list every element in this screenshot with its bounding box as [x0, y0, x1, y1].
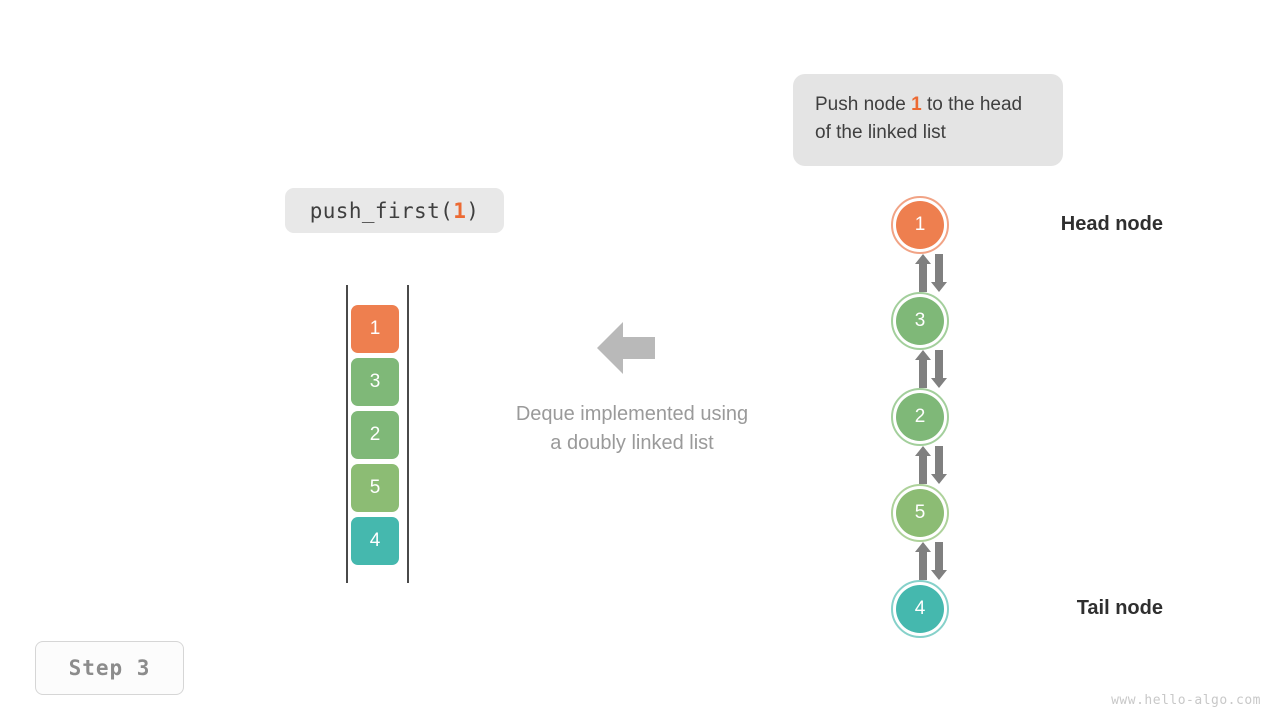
link-connector-1-2 [915, 350, 947, 388]
stack-cell-0: 1 [351, 305, 399, 353]
callout-text-before: Push node [815, 94, 912, 115]
deque-stack: 1 3 2 5 4 [340, 280, 420, 590]
stack-rail-right [407, 285, 409, 583]
list-node-value: 5 [914, 502, 926, 523]
stack-cell-value: 3 [369, 371, 381, 392]
caption-line-2: a doubly linked list [550, 432, 714, 454]
stack-cell-4: 4 [351, 517, 399, 565]
list-node-value: 1 [914, 214, 926, 235]
watermark: www.hello-algo.com [1111, 693, 1261, 708]
link-connector-3-4 [915, 542, 947, 580]
step-badge: Step 3 [35, 641, 184, 695]
operation-label: push_first(1) [285, 188, 504, 233]
stack-cell-value: 1 [369, 318, 381, 339]
stack-cell-3: 5 [351, 464, 399, 512]
stack-cell-1: 3 [351, 358, 399, 406]
caption-line-1: Deque implemented using [515, 403, 749, 425]
operation-suffix: ) [466, 198, 480, 223]
list-node-2: 2 [891, 388, 949, 446]
link-connector-0-1 [915, 254, 947, 292]
stack-cell-value: 4 [369, 530, 381, 551]
list-node-4: 4 [891, 580, 949, 638]
callout-tooltip: Push node 1 to the head of the linked li… [793, 74, 1063, 166]
stack-cell-value: 2 [369, 424, 381, 445]
diagram-caption: Deque implemented using a doubly linked … [432, 400, 832, 458]
list-node-disc: 3 [896, 297, 944, 345]
callout-text-after: to the head of the linked list [815, 94, 1023, 143]
link-connector-2-3 [915, 446, 947, 484]
list-node-0: 1 [891, 196, 949, 254]
callout-highlight-value: 1 [911, 94, 922, 115]
list-node-1: 3 [891, 292, 949, 350]
stack-rail-left [346, 285, 348, 583]
list-node-disc: 2 [896, 393, 944, 441]
operation-prefix: push_first( [309, 198, 454, 223]
head-node-label: Head node [1060, 213, 1163, 235]
doubly-linked-list: 1 3 2 5 4 [860, 180, 1000, 650]
arrow-left-icon [597, 322, 655, 379]
stack-cell-value: 5 [369, 477, 381, 498]
list-node-disc: 4 [896, 585, 944, 633]
list-node-value: 2 [914, 406, 926, 427]
list-node-value: 4 [914, 598, 926, 619]
list-node-disc: 1 [896, 201, 944, 249]
list-node-value: 3 [914, 310, 926, 331]
operation-argument: 1 [453, 198, 467, 223]
list-node-3: 5 [891, 484, 949, 542]
stack-cell-2: 2 [351, 411, 399, 459]
tail-node-label: Tail node [1076, 597, 1163, 619]
list-node-disc: 5 [896, 489, 944, 537]
